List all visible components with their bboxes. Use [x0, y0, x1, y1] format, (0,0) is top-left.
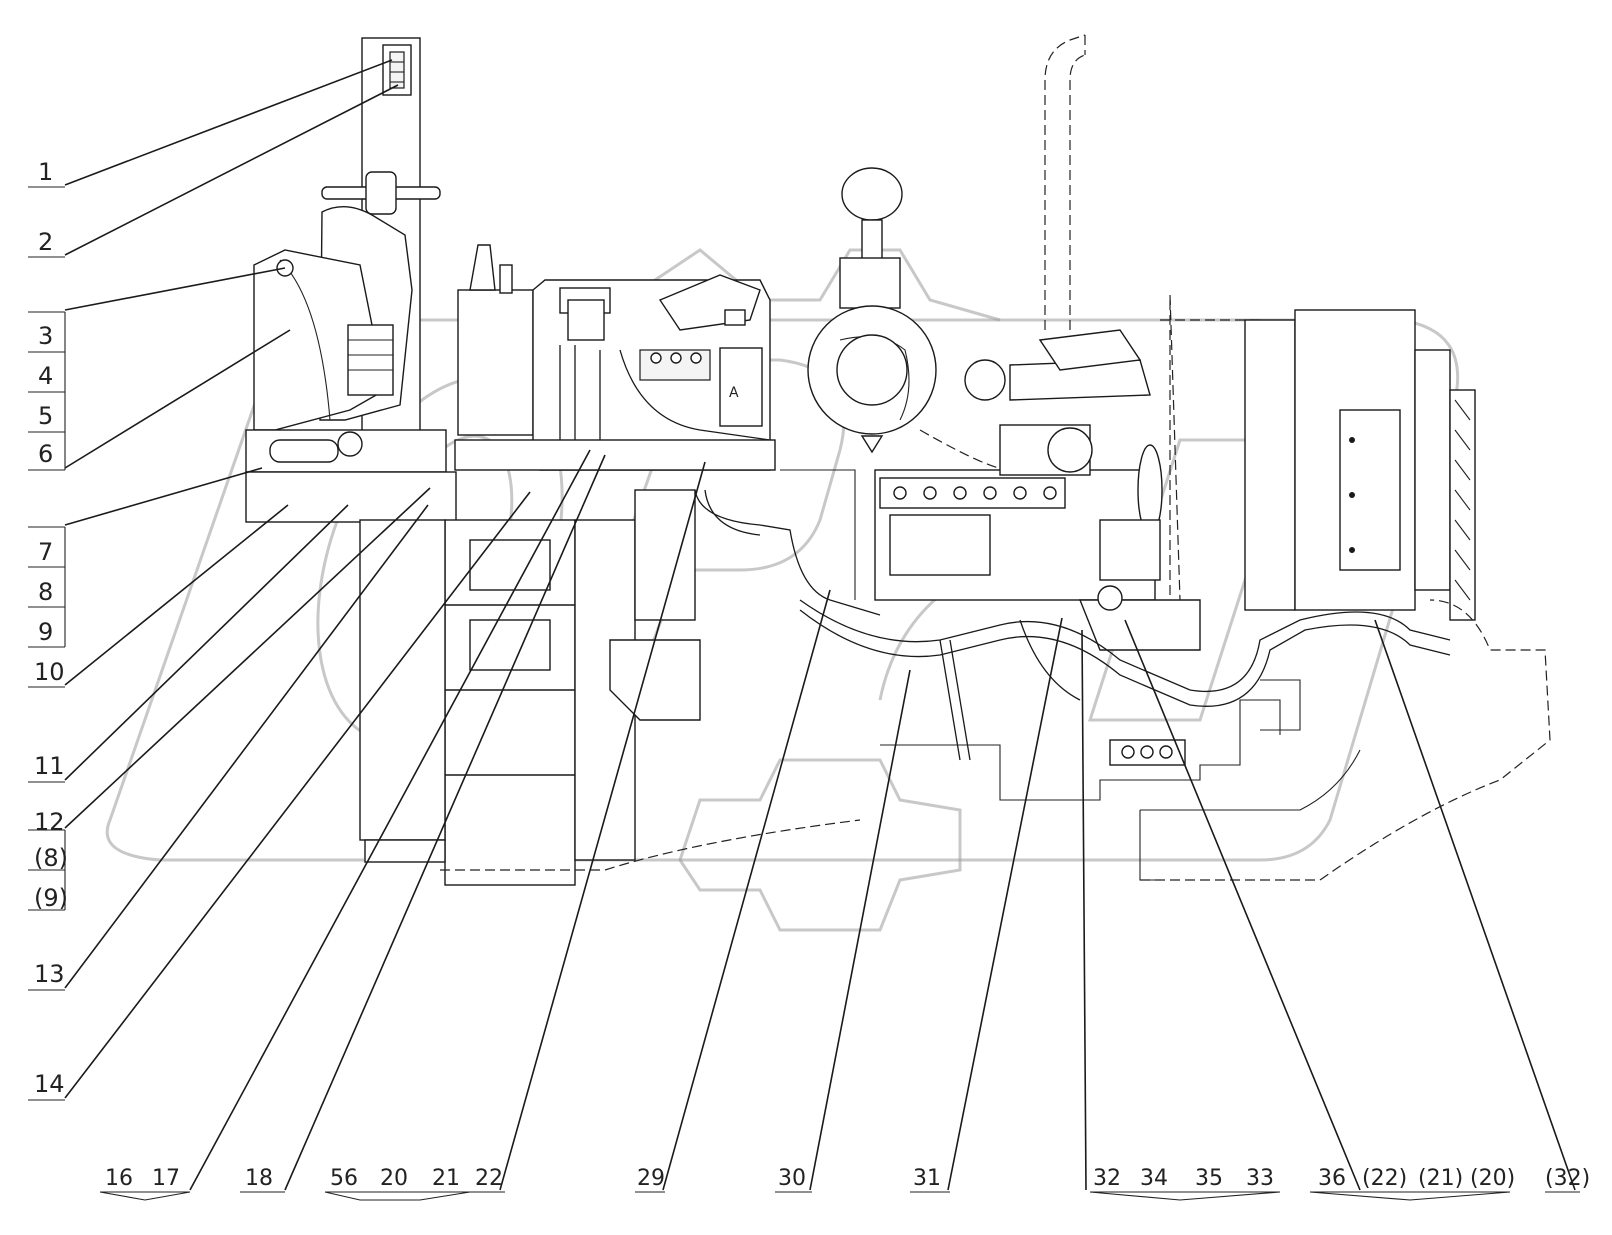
callout-13: 13	[34, 960, 65, 988]
callout-16: 16	[105, 1166, 133, 1191]
callout-14: 14	[34, 1070, 65, 1098]
air-cleaner	[807, 167, 1011, 471]
engine-block	[874, 300, 1261, 651]
callout-9-ref: (9)	[34, 884, 68, 912]
callout-22-ref: (22)	[1362, 1166, 1407, 1191]
steering-column	[245, 37, 457, 523]
callout-18: 18	[245, 1166, 273, 1191]
callout-31: 31	[913, 1166, 941, 1191]
callout-8-ref: (8)	[34, 844, 68, 872]
left-callouts: 1 2 3 4 5 6 7 8 9 10 11 12 (8) (9) 13 14	[28, 158, 68, 1101]
callout-9: 9	[38, 618, 53, 646]
callout-32-ref: (32)	[1545, 1166, 1590, 1191]
callout-21-ref: (21)	[1418, 1166, 1463, 1191]
radiator-assembly	[1169, 294, 1476, 621]
callout-4: 4	[38, 362, 53, 390]
callout-29: 29	[637, 1166, 665, 1191]
plate-label: A	[729, 385, 739, 401]
callout-5: 5	[38, 402, 53, 430]
callout-3: 3	[38, 322, 53, 350]
callout-34: 34	[1140, 1166, 1168, 1191]
callout-35: 35	[1195, 1166, 1223, 1191]
callout-8: 8	[38, 578, 53, 606]
control-console: A	[454, 244, 776, 471]
callout-21: 21	[432, 1166, 460, 1191]
callout-1: 1	[38, 158, 53, 186]
callout-33: 33	[1246, 1166, 1274, 1191]
callout-20-ref: (20)	[1470, 1166, 1515, 1191]
callout-30: 30	[778, 1166, 806, 1191]
step-frame	[359, 489, 861, 886]
bottom-callouts: 16 17 18 56 20 21 22 29 30 31 32 34 35 3…	[99, 1166, 1590, 1201]
callout-10: 10	[34, 658, 65, 686]
leader-lines	[64, 59, 1576, 1191]
transmission-outline	[780, 469, 1551, 881]
callout-32: 32	[1093, 1166, 1121, 1191]
callout-2: 2	[38, 228, 53, 256]
callout-6: 6	[38, 440, 53, 468]
exhaust-pipe	[1044, 34, 1086, 330]
callout-56: 56	[330, 1166, 358, 1191]
callout-17: 17	[152, 1166, 180, 1191]
callout-7: 7	[38, 538, 53, 566]
callout-20: 20	[380, 1166, 408, 1191]
callout-12: 12	[34, 808, 65, 836]
callout-22: 22	[475, 1166, 503, 1191]
callout-36: 36	[1318, 1166, 1346, 1191]
hose-bundle	[694, 489, 1451, 761]
callout-11: 11	[34, 752, 65, 780]
